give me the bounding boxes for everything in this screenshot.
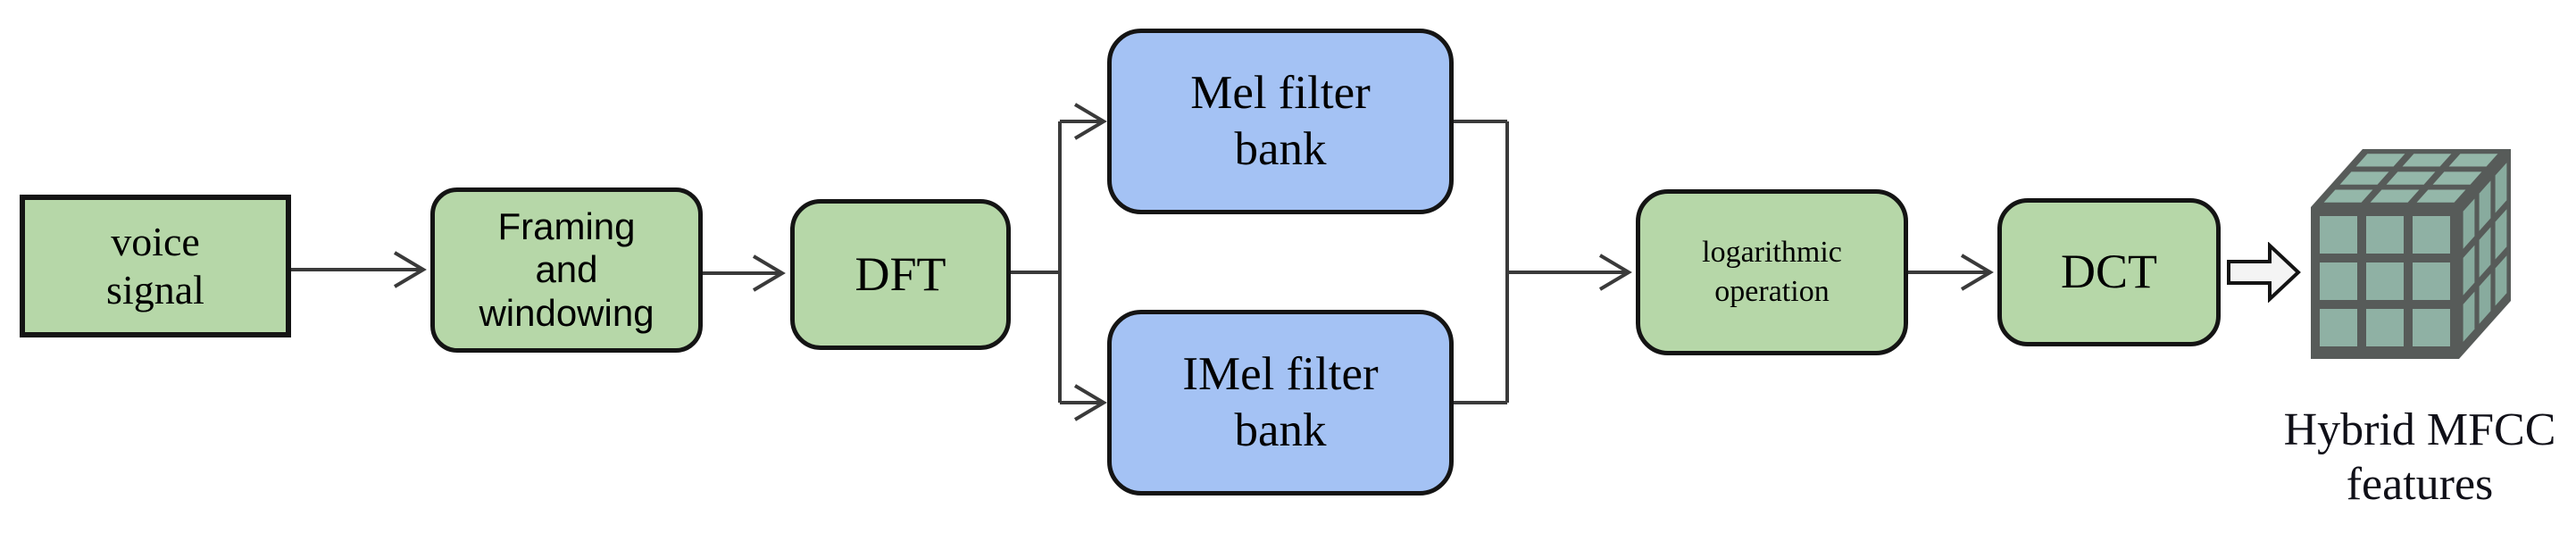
node-label: operation — [1714, 275, 1830, 308]
node-label: bank — [1234, 404, 1327, 456]
caption-line: Hybrid MFCC — [2283, 404, 2556, 455]
node-label: voice — [111, 218, 200, 264]
node-label: logarithmic — [1702, 235, 1842, 269]
merge-connector-filter-banks-to-log — [1454, 120, 1632, 404]
hollow-right-arrow-icon — [2227, 242, 2301, 303]
node-dct: DCT — [1997, 198, 2221, 346]
node-imel-filter-bank: IMel filter bank — [1107, 310, 1454, 496]
node-label: DFT — [854, 246, 946, 301]
node-label: Framing — [497, 205, 636, 248]
arrow-framing-to-dft — [703, 254, 786, 292]
node-dft: DFT — [790, 199, 1011, 350]
hybrid-mfcc-cube-icon — [2311, 149, 2511, 359]
split-connector-dft-to-filter-banks — [1011, 103, 1107, 421]
node-label: DCT — [2061, 245, 2157, 299]
caption-line: features — [2346, 459, 2494, 511]
node-mel-filter-bank: Mel filter bank — [1107, 29, 1454, 214]
node-label: and — [535, 248, 598, 291]
hybrid-mfcc-caption: Hybrid MFCC features — [2246, 403, 2576, 512]
arrow-log-to-dct — [1908, 254, 1994, 291]
node-voice-signal: voice signal — [20, 195, 291, 337]
node-logarithmic-operation: logarithmic operation — [1636, 189, 1908, 355]
node-label: Mel filter — [1190, 67, 1371, 120]
node-framing-windowing: Framing and windowing — [430, 187, 703, 353]
node-label: signal — [106, 267, 204, 312]
arrow-voice-to-framing — [291, 251, 427, 288]
node-label: IMel filter — [1182, 348, 1379, 401]
node-label: bank — [1234, 123, 1327, 175]
node-label: windowing — [479, 291, 654, 334]
